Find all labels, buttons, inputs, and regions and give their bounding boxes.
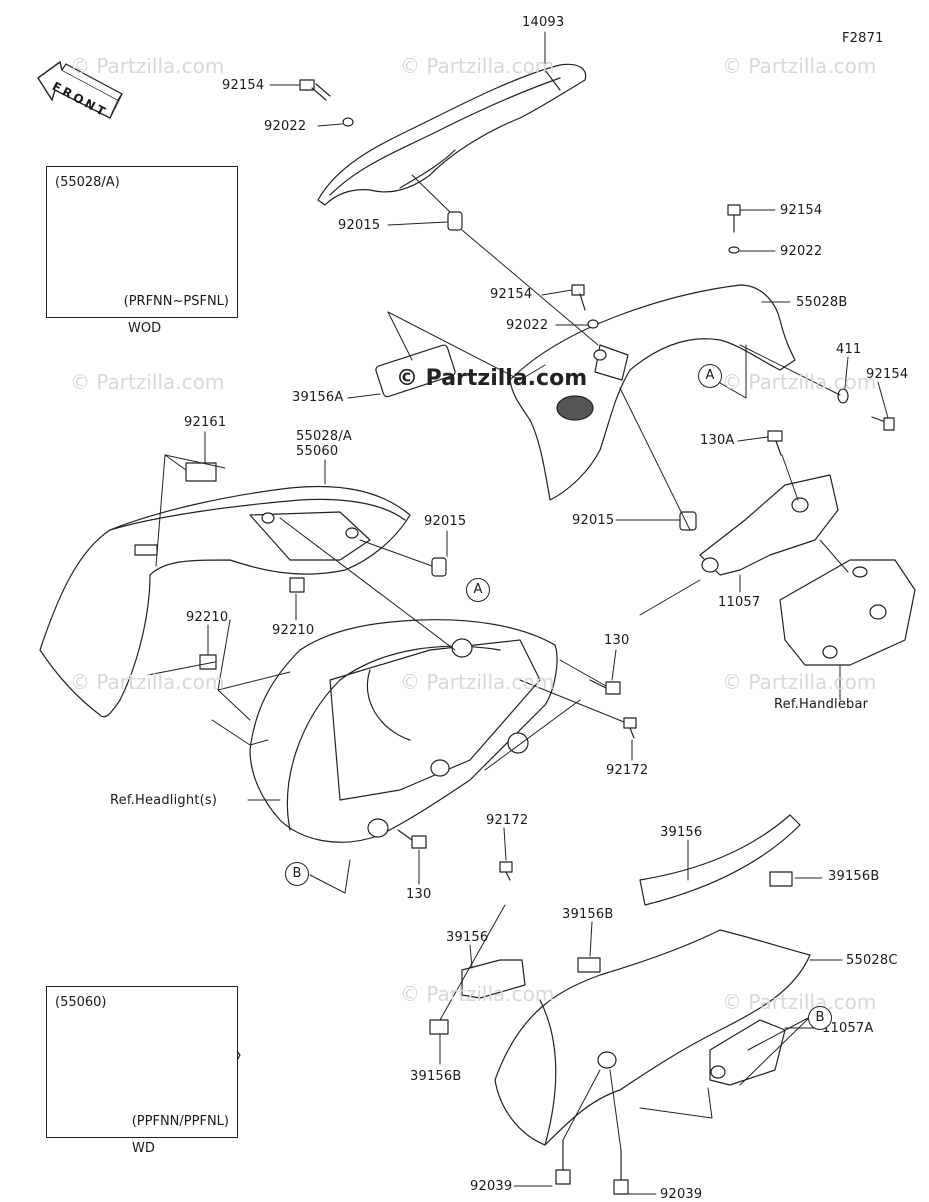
watermark: © Partzilla.com: [70, 370, 225, 394]
bushing-92015-mid: [431, 557, 447, 577]
inset-top-caption: WOD: [128, 321, 162, 336]
label-92154: 92154: [222, 78, 265, 93]
inset-bottom: (55060) (PPFNN/PPFNL): [46, 986, 238, 1138]
part-39156B-r: [769, 871, 793, 887]
part-39156B-l: [429, 1019, 449, 1035]
label-92172: 92172: [486, 813, 529, 828]
nut-92210-b: [289, 577, 305, 593]
washer-411: [837, 388, 849, 404]
label-92161: 92161: [184, 415, 227, 430]
bolt-92154-r2: [871, 416, 895, 431]
leader-lines: [147, 31, 889, 1195]
callout-b: B: [285, 862, 309, 886]
part-92161: [185, 462, 217, 482]
label-39156B: 39156B: [410, 1069, 462, 1084]
part-39156B-mid: [577, 957, 601, 973]
label-92154: 92154: [866, 367, 909, 382]
handlebar-holder: [779, 559, 916, 666]
label-130: 130: [406, 887, 432, 902]
bracket-11057A: [709, 1019, 786, 1086]
label-39156: 39156: [660, 825, 703, 840]
inset-bottom-code: (55060): [55, 995, 107, 1010]
watermark: © Partzilla.com: [722, 370, 877, 394]
bolt-92154-top: [299, 79, 331, 101]
inset-bottom-model: (PPFNN/PPFNL): [131, 1114, 229, 1129]
bolt-92154-mid: [571, 284, 586, 311]
label-39156A: 39156A: [292, 390, 344, 405]
label-92172: 92172: [606, 763, 649, 778]
washer-92022-top: [342, 117, 354, 127]
watermark: © Partzilla.com: [400, 982, 555, 1006]
inset-top-code: (55028/A): [55, 175, 120, 190]
callout-a: A: [466, 578, 490, 602]
inset-top: (55028/A) (PRFNN~PSFNL): [46, 166, 238, 318]
part-39156-l: [461, 959, 526, 999]
part-39156-strip: [639, 814, 801, 906]
label-39156: 39156: [446, 930, 489, 945]
bracket-55028B: [509, 284, 796, 501]
label-92154: 92154: [780, 203, 823, 218]
label-55060: 55060: [296, 444, 339, 459]
label-130A: 130A: [700, 433, 735, 448]
label-92022: 92022: [264, 119, 307, 134]
label-92022: 92022: [780, 244, 823, 259]
figure-id: F2871: [842, 31, 884, 46]
inset-top-model: (PRFNN~PSFNL): [123, 294, 229, 309]
watermark: © Partzilla.com: [70, 670, 225, 694]
bolt-130A: [767, 430, 783, 456]
label-92039: 92039: [660, 1187, 703, 1202]
front-arrow: [37, 61, 123, 119]
label-92022: 92022: [506, 318, 549, 333]
label-ref-headlight: Ref.Headlight(s): [110, 793, 218, 808]
label-11057A: 11057A: [822, 1021, 874, 1036]
part-39156A: [375, 344, 456, 398]
nut-92210-a: [199, 654, 217, 670]
headlight-assembly: [249, 619, 558, 843]
label-92015: 92015: [424, 514, 467, 529]
label-411: 411: [836, 342, 862, 357]
label-92210: 92210: [272, 623, 315, 638]
watermark: © Partzilla.com: [722, 54, 877, 78]
watermark-main: © Partzilla.com: [396, 366, 588, 391]
bolt-92154-r: [727, 204, 741, 233]
label-39156B: 39156B: [828, 869, 880, 884]
cowl-55028A: [39, 485, 411, 718]
washer-92022-mid: [587, 319, 599, 329]
label-92015: 92015: [572, 513, 615, 528]
callout-a: A: [698, 364, 722, 388]
label-ref-handlebar: Ref.Handlebar: [774, 697, 869, 712]
watermark: © Partzilla.com: [70, 54, 225, 78]
clip-92039-b: [613, 1149, 629, 1195]
label-92154: 92154: [490, 287, 533, 302]
bushing-92015-r: [679, 511, 697, 531]
watermark: © Partzilla.com: [400, 54, 555, 78]
watermark: © Partzilla.com: [722, 990, 877, 1014]
label-39156B: 39156B: [562, 907, 614, 922]
washer-92022-r: [728, 246, 740, 254]
watermark: © Partzilla.com: [400, 670, 555, 694]
label-14093: 14093: [522, 15, 565, 30]
label-130: 130: [604, 633, 630, 648]
bolt-92172-top: [623, 717, 637, 739]
label-55028A: 55028/A: [296, 429, 353, 444]
label-92039: 92039: [470, 1179, 513, 1194]
bushing-92015-top: [447, 211, 463, 231]
label-55028B: 55028B: [796, 295, 848, 310]
bracket-11057: [699, 474, 839, 576]
watermark: © Partzilla.com: [722, 670, 877, 694]
label-92210: 92210: [186, 610, 229, 625]
callout-b: B: [808, 1006, 832, 1030]
clip-92039-a: [555, 1139, 571, 1185]
bolt-130-top: [589, 679, 621, 695]
label-55028C: 55028C: [846, 953, 898, 968]
label-92015: 92015: [338, 218, 381, 233]
label-11057: 11057: [718, 595, 761, 610]
bolt-92172-bot: [499, 861, 513, 881]
cowl-14093: [317, 63, 587, 206]
bolt-130-bot: [397, 829, 427, 849]
inset-bottom-caption: WD: [132, 1141, 155, 1156]
cowl-55028C: [494, 929, 811, 1146]
